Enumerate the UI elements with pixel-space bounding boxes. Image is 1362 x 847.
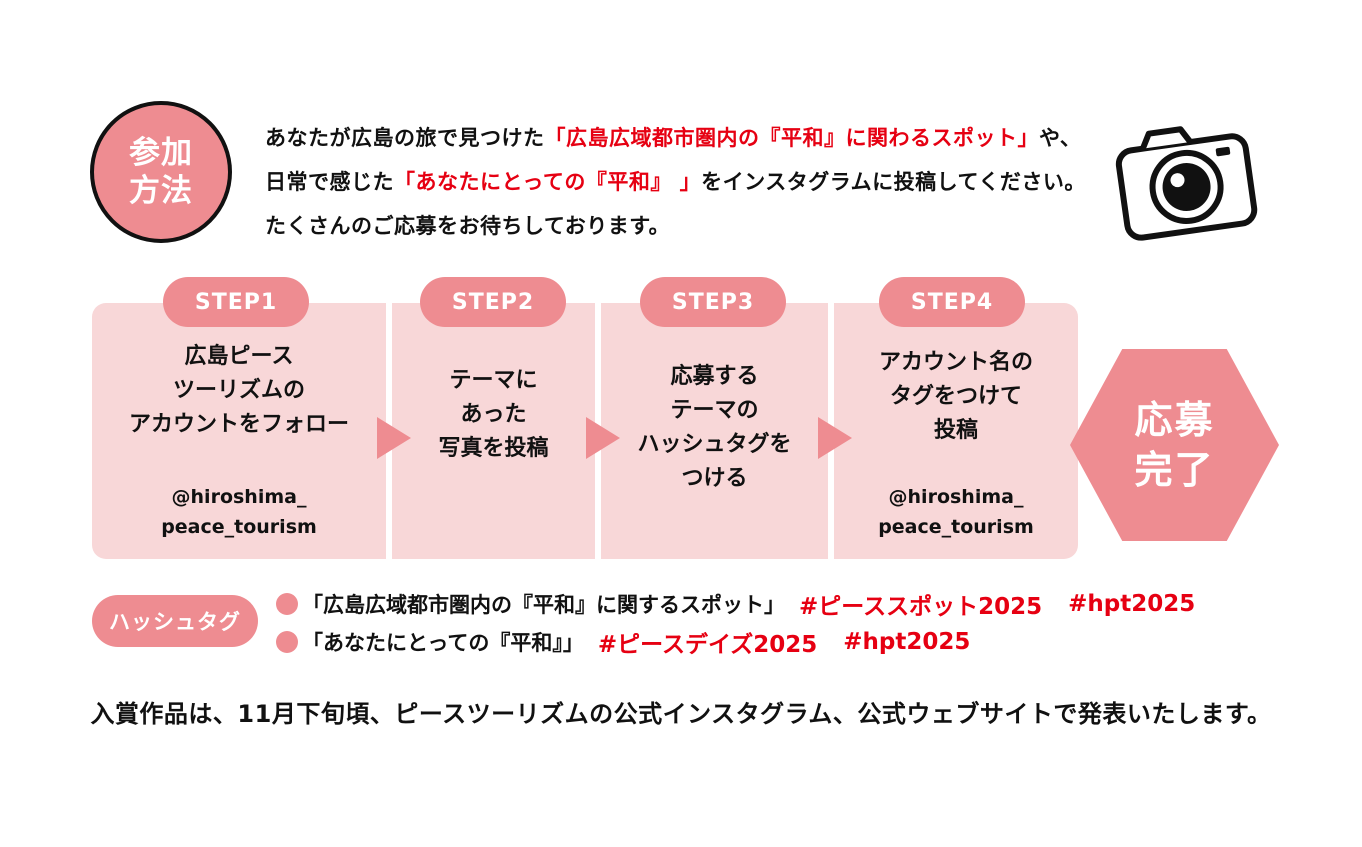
step4-handle: @hiroshima_ peace_tourism — [834, 482, 1078, 542]
step4-label: STEP4 — [879, 277, 1025, 327]
hashtag-row: 「広島広域都市圏内の『平和』に関するスポット」 #ピーススポット2025 #hp… — [276, 585, 1195, 623]
step1-handle-line1: @hiroshima_ — [171, 486, 307, 508]
intro-highlight-peace: 「あなたにとっての『平和』 」 — [394, 170, 702, 194]
step3-line4: つける — [681, 466, 748, 491]
step2-line2: あった — [460, 402, 527, 427]
step1-line2: ツーリズムの — [172, 378, 305, 403]
step4-line1: アカウント名の — [878, 350, 1033, 375]
intro-highlight-spot: 「広島広域都市圏内の『平和』に関わるスポット」 — [544, 126, 1039, 150]
step3-line2: テーマの — [670, 398, 759, 423]
hashtag-tag: #ピースデイズ2025 — [597, 632, 818, 658]
announcement: 入賞作品は、11月下旬頃、ピースツーリズムの公式インスタグラム、公式ウェブサイト… — [90, 700, 1272, 728]
hashtag-tag: #hpt2025 — [843, 629, 971, 655]
step3-text: 応募する テーマの ハッシュタグを つける — [601, 360, 828, 496]
step1-handle: @hiroshima_ peace_tourism — [92, 482, 386, 542]
hashtag-label: ハッシュタグ — [92, 595, 258, 647]
step1-handle-line2: peace_tourism — [161, 516, 317, 538]
step4-handle-line1: @hiroshima_ — [888, 486, 1024, 508]
step3-label: STEP3 — [640, 277, 786, 327]
intro-part-5: をインスタグラムに投稿してください。たくさんのご応募をお待ちしております。 — [265, 170, 1086, 238]
step2-text: テーマに あった 写真を投稿 — [392, 364, 595, 466]
bullet-dot-icon — [276, 631, 298, 653]
intro-text: あなたが広島の旅で見つけた「広島広域都市圏内の『平和』に関わるスポット」や、日常… — [265, 116, 1095, 248]
step4-text: アカウント名の タグをつけて 投稿 — [834, 346, 1078, 448]
step3-line1: 応募する — [670, 364, 759, 389]
hashtag-tag: #hpt2025 — [1068, 591, 1196, 617]
step1-text: 広島ピース ツーリズムの アカウントをフォロー — [92, 340, 386, 442]
step4-handle-line2: peace_tourism — [878, 516, 1034, 538]
step2-label: STEP2 — [420, 277, 566, 327]
step2-line1: テーマに — [449, 368, 538, 393]
step4-line3: 投稿 — [933, 418, 978, 443]
camera-icon — [1115, 126, 1258, 241]
complete-line1: 応募 — [1134, 398, 1215, 442]
intro-part-1: あなたが広島の旅で見つけた — [265, 126, 545, 150]
complete-line2: 完了 — [1134, 448, 1215, 492]
step2-line3: 写真を投稿 — [438, 436, 549, 461]
step-arrow-icon — [586, 417, 620, 459]
step1-label: STEP1 — [163, 277, 309, 327]
intro-part-3: や、日常で感じた — [265, 126, 1082, 194]
complete-badge: 応募 完了 — [1070, 349, 1279, 541]
step3-line3: ハッシュタグを — [637, 432, 792, 457]
hashtag-tag: #ピーススポット2025 — [799, 594, 1043, 620]
hashtag-theme: 「あなたにとっての『平和』」 — [302, 631, 584, 655]
method-badge-line2: 方法 — [129, 173, 193, 209]
hashtag-theme: 「広島広域都市圏内の『平和』に関するスポット」 — [302, 593, 785, 617]
step4-line2: タグをつけて — [889, 384, 1022, 409]
step1-line1: 広島ピース — [184, 344, 294, 369]
method-badge-line1: 参加 — [129, 135, 193, 171]
bullet-dot-icon — [276, 593, 298, 615]
method-badge: 参加 方法 — [90, 101, 232, 243]
step-arrow-icon — [377, 417, 411, 459]
step-arrow-icon — [818, 417, 852, 459]
step1-line3: アカウントをフォロー — [128, 412, 349, 437]
hashtag-row: 「あなたにとっての『平和』」 #ピースデイズ2025 #hpt2025 — [276, 623, 970, 661]
